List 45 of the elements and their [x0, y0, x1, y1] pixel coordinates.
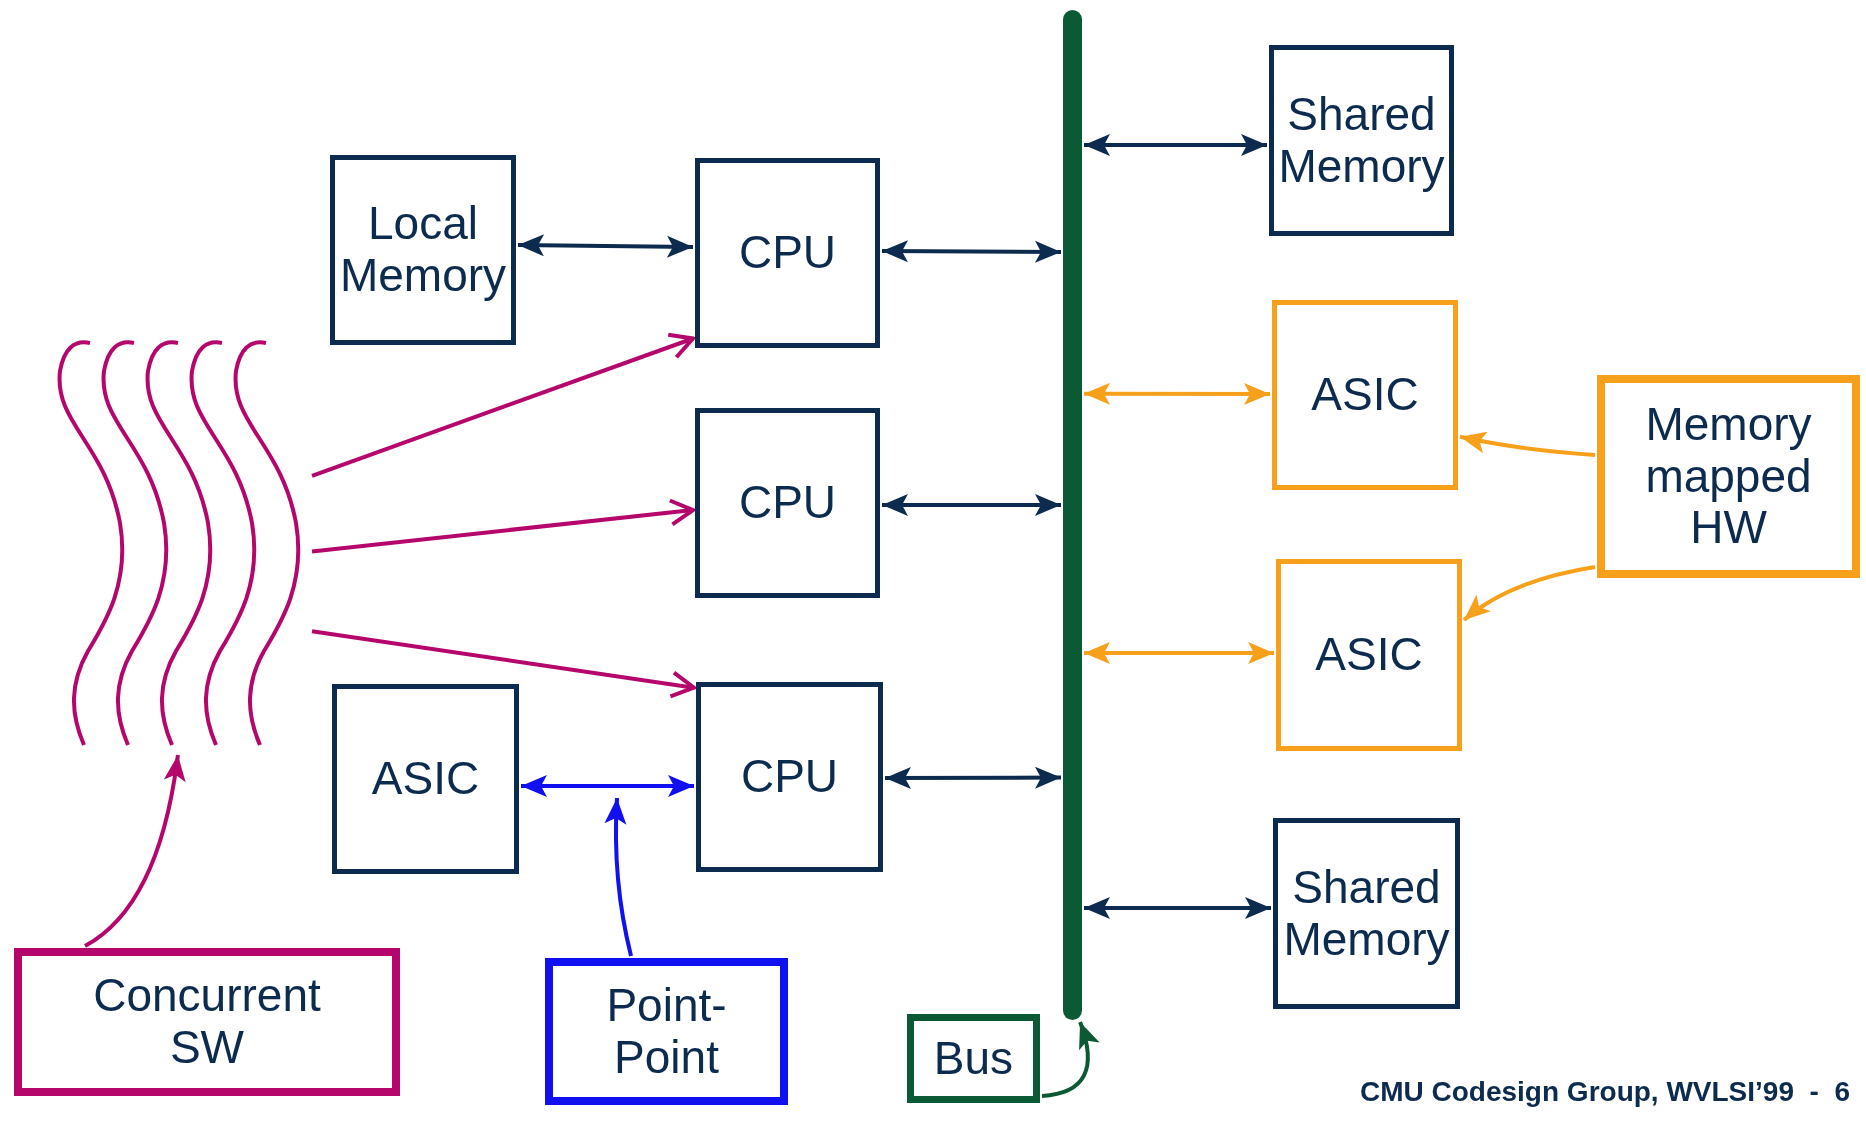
arrow — [521, 774, 694, 797]
box-label: ASIC — [1315, 629, 1423, 681]
box-label: Bus — [933, 1032, 1014, 1085]
leader-arrow — [604, 797, 633, 957]
arrow — [311, 498, 695, 554]
arrow — [1084, 134, 1267, 157]
box-label: CPU — [738, 227, 837, 279]
arrow — [882, 240, 1061, 263]
box-label: Concurrent SW — [92, 970, 322, 1074]
hardware-box — [332, 684, 519, 874]
box-label: CPU — [738, 477, 837, 529]
memory-box — [1273, 818, 1460, 1009]
arrow — [1462, 565, 1596, 622]
footer-note: CMU Codesign Group, WVLSI’99 - 6 — [1359, 1076, 1850, 1108]
callout-box — [1597, 375, 1860, 578]
memory-box — [330, 155, 516, 345]
box-label: Shared Memory — [1277, 89, 1446, 192]
callout-box — [14, 948, 400, 1096]
arrow — [882, 493, 1061, 516]
memory-box — [1269, 45, 1454, 236]
arrow — [1084, 896, 1271, 919]
arrow — [311, 629, 696, 699]
processor-box — [696, 682, 883, 872]
hardware-box — [1272, 300, 1458, 490]
arrow — [1459, 431, 1596, 457]
arrow — [517, 234, 694, 258]
arrow — [1084, 642, 1274, 665]
hardware-box — [1276, 559, 1462, 751]
processor-box — [695, 158, 880, 348]
callout-box — [545, 958, 788, 1105]
arrow — [885, 766, 1061, 789]
box-label: Local Memory — [338, 198, 508, 302]
arrow — [83, 754, 186, 948]
box-label: CPU — [740, 751, 839, 803]
processor-box — [695, 408, 880, 598]
callout-box — [907, 1014, 1040, 1103]
arrow — [1084, 382, 1270, 405]
bus-bar — [1063, 10, 1082, 1020]
box-label: Memory mapped HW — [1644, 399, 1813, 554]
box-label: Shared Memory — [1282, 862, 1451, 965]
arrow — [1041, 1021, 1099, 1098]
box-label: ASIC — [371, 753, 480, 805]
arrow — [311, 332, 695, 478]
box-label: ASIC — [1311, 369, 1419, 421]
box-label: Point- Point — [605, 980, 728, 1083]
